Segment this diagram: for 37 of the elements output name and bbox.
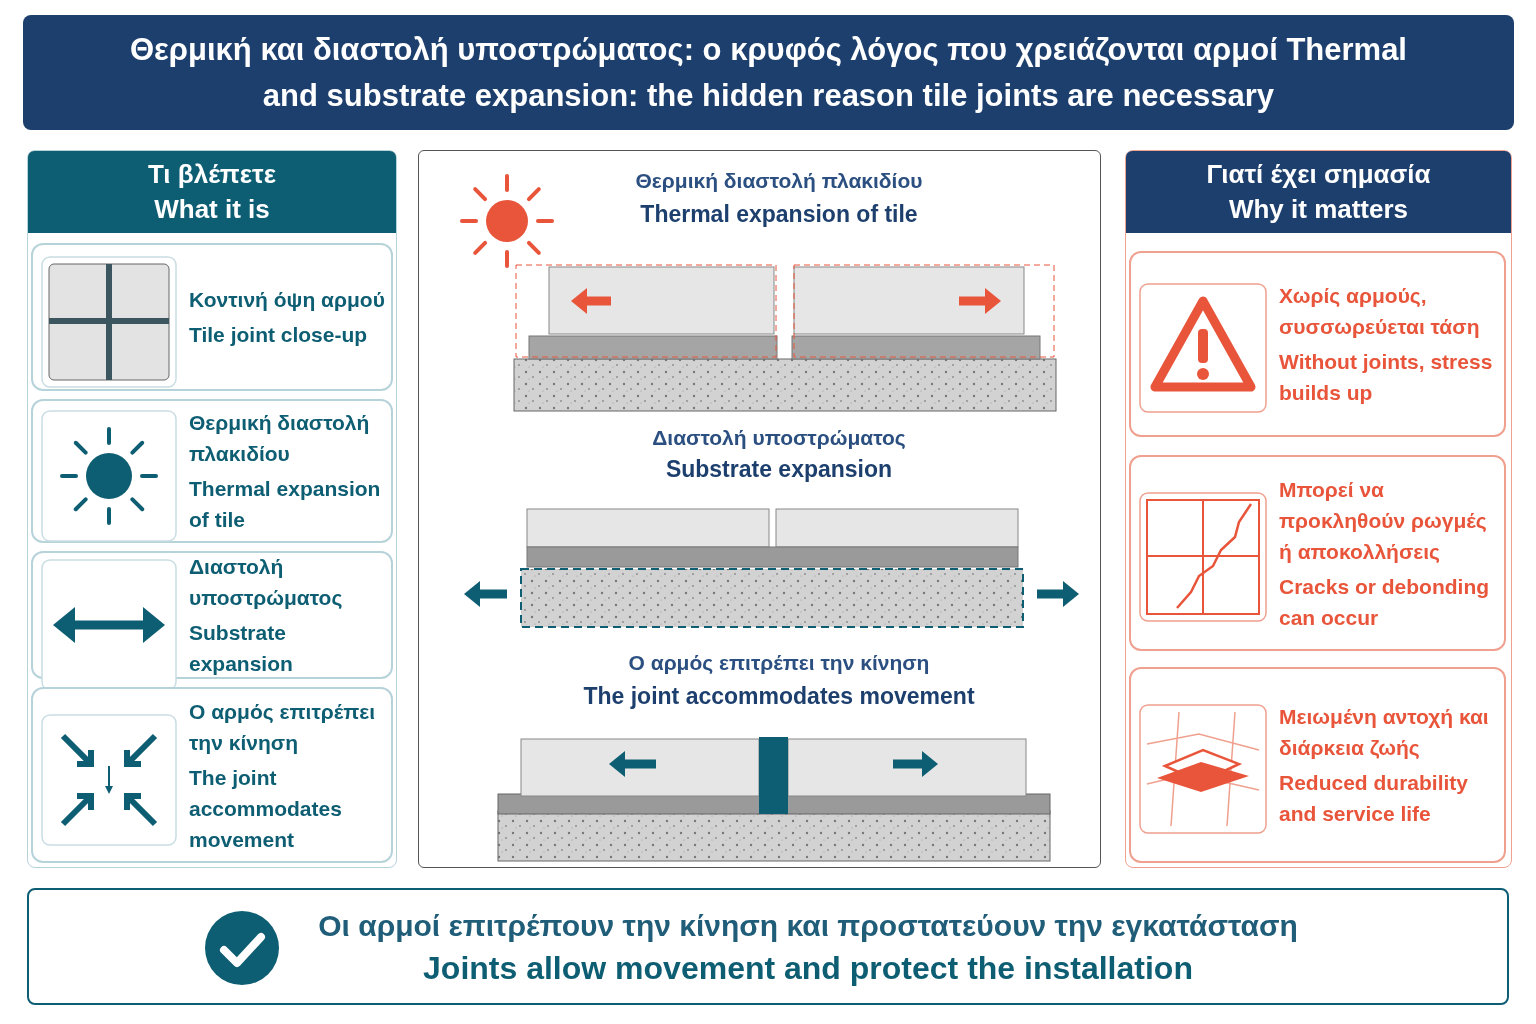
section-heading: Διαστολή υποστρώματος xyxy=(651,426,907,450)
greek-text: Χωρίς αρμούς, συσσωρεύεται τάση xyxy=(1279,283,1481,340)
info-card xyxy=(31,243,393,391)
column-heading: Τι βλέπετε xyxy=(147,158,277,191)
section-heading: The joint accommodates movement xyxy=(582,683,976,710)
english-text: Tile joint close-up xyxy=(189,322,369,348)
section-heading: Θερμική διαστολή πλακιδίου xyxy=(634,169,924,193)
greek-text: Μπορεί να προκληθούν ρωγμές ή αποκολλήσεις xyxy=(1279,476,1488,565)
info-card xyxy=(1129,455,1506,651)
info-card xyxy=(31,687,393,863)
greek-text: Διαστολή υποστρώματος xyxy=(189,554,344,611)
section-heading: Ο αρμός επιτρέπει την κίνηση xyxy=(627,651,931,675)
greek-text: Θερμική διαστολή πλακιδίου xyxy=(189,410,371,467)
greek-text: Μειωμένη αντοχή και διάρκεια ζωής xyxy=(1279,704,1490,761)
english-text: Cracks or debonding can occur xyxy=(1279,573,1491,631)
english-text: Reduced durability and service life xyxy=(1279,770,1470,827)
english-text: Substrate expansion xyxy=(189,620,294,677)
section-heading: Substrate expansion xyxy=(664,456,894,483)
info-card xyxy=(31,399,393,543)
info-card xyxy=(1129,667,1506,863)
greek-text: Ο αρμός επιτρέπει την κίνηση xyxy=(189,698,377,756)
column-heading: Γιατί έχει σημασία xyxy=(1206,158,1431,191)
info-card xyxy=(1129,251,1506,437)
summary-english: Joints allow movement and protect the installation xyxy=(423,948,1193,988)
english-text: Without joints, stress builds up xyxy=(1279,349,1494,406)
column-panel xyxy=(27,150,397,868)
summary-box xyxy=(27,888,1509,1005)
greek-text: Κοντινή όψη αρμού xyxy=(189,287,385,313)
summary-greek: Οι αρμοί επιτρέπουν την κίνηση και προστατεύουν την εγκατάσταση xyxy=(318,907,1298,944)
english-text: Thermal expansion of tile xyxy=(189,476,382,533)
column-heading: What it is xyxy=(154,193,270,226)
center-panel xyxy=(418,150,1101,868)
title-text: Θερμική και διαστολή υποστρώματος: ο κρυφός λόγος που χρειάζονται αρμοί Thermal and substrate expansion: the hidden reason tile joints are necessary xyxy=(129,30,1408,115)
column-panel xyxy=(1125,150,1512,868)
english-text: The joint accommodates movement xyxy=(189,764,343,853)
column-heading: Why it matters xyxy=(1228,193,1409,226)
section-heading: Thermal expansion of tile xyxy=(639,201,919,228)
